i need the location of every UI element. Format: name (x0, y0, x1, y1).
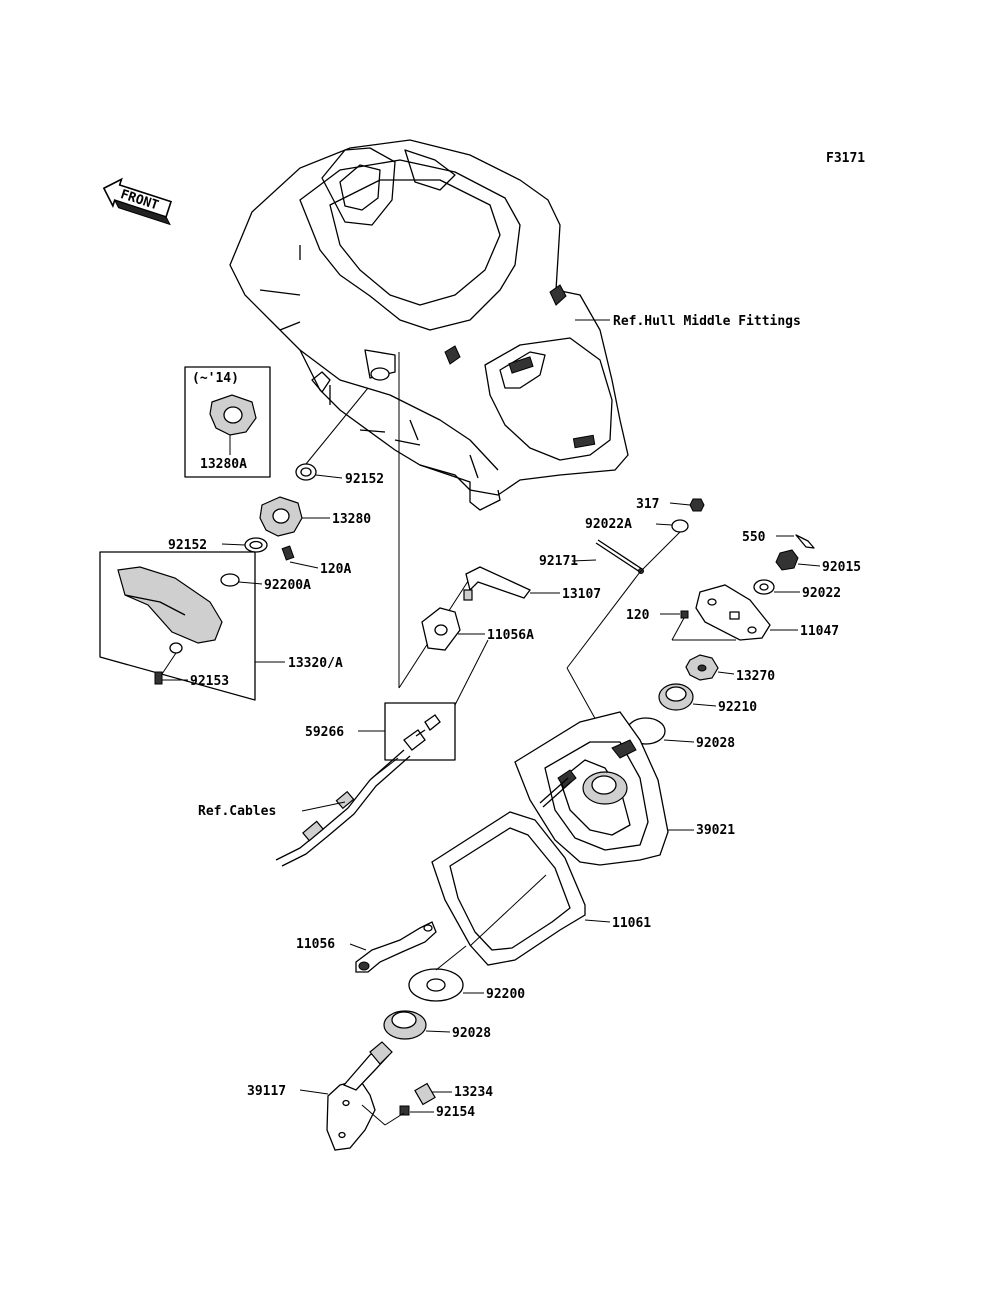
label-59266: 59266 (305, 725, 344, 740)
washer-92200: 92200 (408, 945, 525, 1002)
label-11047: 11047 (800, 624, 839, 639)
label-11056: 11056 (296, 937, 335, 952)
label-120: 120 (626, 608, 650, 623)
label-92152-lower: 92152 (168, 538, 207, 553)
housing-39021: 39021 (514, 711, 735, 866)
control-cable: Ref.Cables (198, 639, 489, 867)
gasket-11061: 11061 (431, 811, 651, 966)
label-92200A: 92200A (264, 578, 311, 593)
label-11061: 11061 (612, 916, 651, 931)
label-92210: 92210 (718, 700, 757, 715)
bolt-120: 120 (626, 608, 736, 641)
label-92028-lower: 92028 (452, 1026, 491, 1041)
label-92015: 92015 (822, 560, 861, 575)
ref-hull-callout: Ref.Hull Middle Fittings (575, 314, 801, 329)
label-13320A: 13320/A (288, 656, 343, 671)
lever-11047: 11047 (695, 584, 839, 641)
rod-92171: 92171 (539, 531, 681, 723)
cap-92152-upper: 92152 (295, 387, 384, 487)
bolt-92154: 92154 (361, 1104, 475, 1126)
label-11056A: 11056A (487, 628, 534, 643)
front-arrow-icon: FRONT (102, 177, 173, 226)
inset-13280A: (~'14) 13280A (184, 366, 271, 478)
shaft-39117: 39117 (247, 1041, 393, 1151)
bushing-92210: 92210 (658, 683, 757, 715)
bushing-13234: 13234 (414, 1082, 493, 1106)
inset-year: (~'14) (192, 371, 239, 386)
label-317: 317 (636, 497, 659, 512)
gear-13270: 13270 (685, 654, 775, 684)
label-92028-upper: 92028 (696, 736, 735, 751)
label-92171: 92171 (539, 554, 578, 569)
pin-550: 550 (742, 530, 815, 549)
washer-92022: 92022 (753, 579, 841, 601)
label-92022A: 92022A (585, 517, 632, 532)
washer-92022A: 92022A (585, 517, 689, 533)
nut-317: 317 (636, 497, 705, 512)
label-92153: 92153 (190, 674, 229, 689)
grommet-92152-lower: 92152 (168, 537, 268, 553)
label-550: 550 (742, 530, 766, 545)
label-13280A: 13280A (200, 457, 247, 472)
label-13107: 13107 (562, 587, 601, 602)
nut-92015: 92015 (775, 549, 861, 575)
label-13270: 13270 (736, 669, 775, 684)
washer-92028-lower: 92028 (383, 1010, 491, 1041)
figure-code: F3171 (826, 151, 865, 166)
label-ref-hull: Ref.Hull Middle Fittings (613, 314, 801, 329)
label-ref-cables: Ref.Cables (198, 804, 276, 819)
housing-13280: 13280 120A (259, 496, 371, 577)
cable-joint-59266: 59266 (305, 702, 456, 761)
label-13234: 13234 (454, 1085, 493, 1100)
label-13280: 13280 (332, 512, 371, 527)
label-92152-upper: 92152 (345, 472, 384, 487)
hull-middle-fittings-body (229, 139, 629, 511)
arm-11056: 11056 (296, 921, 437, 973)
washer-92200A: 92200A (220, 573, 311, 593)
label-120A: 120A (320, 562, 351, 577)
cover-13320A-group: 92153 13320/A (99, 551, 343, 701)
plate-11056A: 11056A (421, 607, 534, 651)
label-39021: 39021 (696, 823, 735, 838)
label-39117: 39117 (247, 1084, 286, 1099)
label-92022: 92022 (802, 586, 841, 601)
bracket-13107: 13107 (463, 566, 601, 602)
label-92154: 92154 (436, 1105, 475, 1120)
label-92200: 92200 (486, 987, 525, 1002)
